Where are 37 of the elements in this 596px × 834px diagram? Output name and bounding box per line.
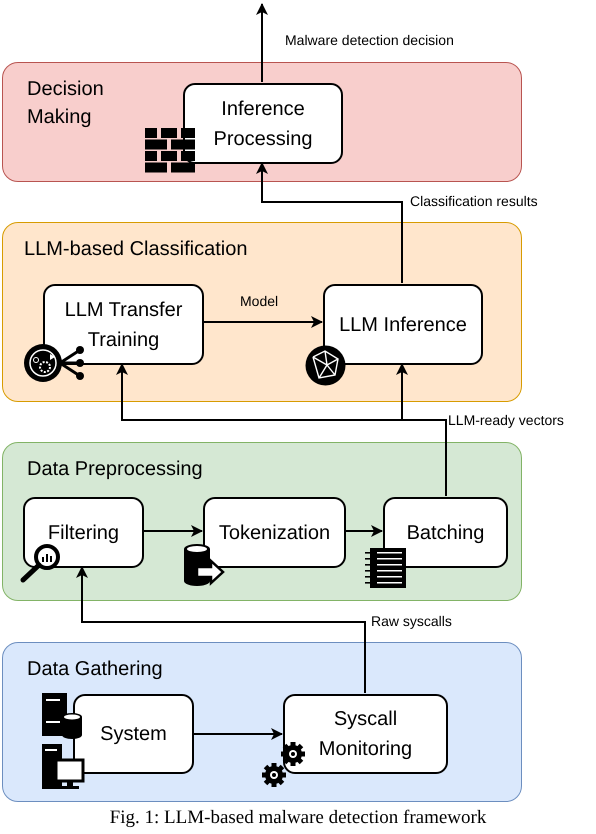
- process-label: Syscall Monitoring: [318, 707, 414, 762]
- stage-title: Data Preprocessing: [27, 457, 204, 482]
- stage-panel: [2, 642, 522, 802]
- process-box: [43, 284, 204, 365]
- edge-label: LLM-ready vectors: [448, 412, 564, 428]
- process-box: [183, 83, 343, 164]
- arrow: [143, 525, 203, 537]
- stage-title: Data Gathering: [27, 657, 164, 682]
- process-box: [283, 694, 448, 774]
- edge-label: Raw syscalls: [371, 613, 452, 629]
- process-box: [73, 694, 194, 774]
- process-label: Batching: [406, 520, 484, 546]
- process-label: Filtering: [48, 520, 120, 546]
- process-label: LLM Inference: [339, 312, 467, 338]
- stage-title: Decision Making: [27, 77, 105, 130]
- process-label: LLM Transfer Training: [64, 298, 184, 352]
- stage-title: LLM-based Classification: [24, 237, 248, 262]
- stage-panel: [2, 62, 522, 182]
- arrow: [203, 316, 323, 328]
- arrow: [76, 566, 366, 693]
- process-label: Inference Processing: [212, 96, 314, 152]
- arrow: [256, 3, 268, 82]
- process-box: [23, 497, 144, 568]
- process-label: System: [100, 722, 167, 747]
- arrow: [345, 525, 383, 537]
- stage-panel: [2, 442, 522, 601]
- arrow: [256, 162, 403, 283]
- arrow: [193, 728, 283, 740]
- edge-label: Model: [240, 293, 278, 309]
- figure-caption: Fig. 1: LLM-based malware detection framework: [108, 806, 488, 830]
- stage-panel: [2, 222, 522, 402]
- process-box: [323, 284, 483, 365]
- process-label: Tokenization: [218, 520, 330, 546]
- edge-label: Classification results: [410, 193, 538, 209]
- edge-label: Malware detection decision: [285, 32, 454, 48]
- process-box: [203, 497, 346, 568]
- process-box: [383, 497, 508, 568]
